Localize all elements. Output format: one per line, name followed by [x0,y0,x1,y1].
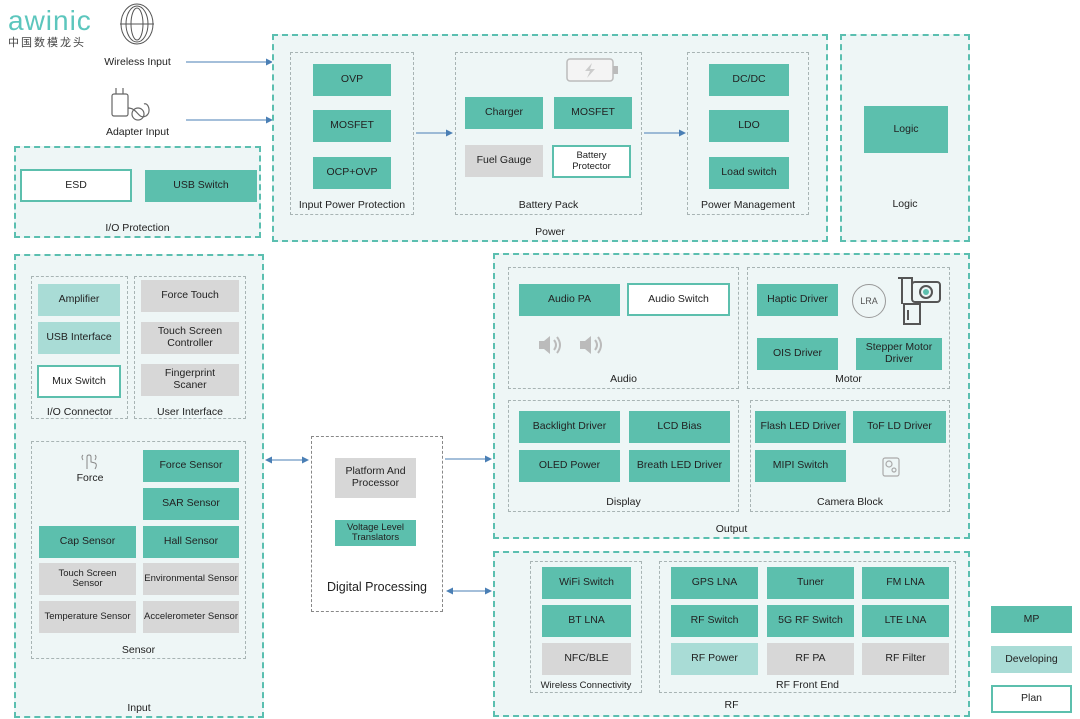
usb-interface-box: USB Interface [38,322,120,354]
lcd-bias-box: LCD Bias [629,411,730,443]
wireless-input-label: Wireless Input [104,56,171,68]
digital-processing-title: Digital Processing [326,580,428,594]
rf-filter-box: RF Filter [862,643,949,675]
gimbal-camera-icon [890,274,944,326]
audio-pa-box: Audio PA [519,284,620,316]
charger-box: Charger [465,97,543,129]
force-touch-icon [78,451,100,471]
power-flow-arrows [416,129,686,137]
voltage-level-translators-box: Voltage Level Translators [335,520,416,546]
digital-rf-arrow [446,587,492,595]
wireless-coil-icon [118,2,156,46]
touch-screen-sensor-box: Touch Screen Sensor [39,563,136,595]
battery-icon [566,57,620,83]
input-title: Input [127,702,151,714]
legend-developing: Developing [991,646,1072,673]
stepper-motor-driver-box: Stepper Motor Driver [856,338,942,370]
environmental-sensor-box: Environmental Sensor [143,563,239,595]
tuner-box: Tuner [767,567,854,599]
breath-led-driver-box: Breath LED Driver [629,450,730,482]
camera-block-title: Camera Block [817,496,883,508]
ocp-ovp-box: OCP+OVP [313,157,391,189]
logic-title: Logic [892,198,918,210]
temperature-sensor-box: Temperature Sensor [39,601,136,633]
power-title: Power [535,226,565,238]
force-touch-box: Force Touch [141,280,239,312]
load-switch-box: Load switch [709,157,789,189]
mosfet-battery-box: MOSFET [554,97,632,129]
cap-sensor-box: Cap Sensor [39,526,136,558]
adapter-input-label: Adapter Input [105,126,170,138]
gps-lna-box: GPS LNA [671,567,758,599]
wireless-connectivity-title: Wireless Connectivity [540,680,632,691]
audio-title: Audio [610,373,637,385]
power-management-title: Power Management [701,199,795,211]
speaker-icon [578,334,606,356]
rf-power-box: RF Power [671,643,758,675]
mux-switch-box: Mux Switch [37,365,121,398]
platform-processor-box: Platform And Processor [335,458,416,498]
sensor-title: Sensor [121,644,156,656]
io-connector-title: I/O Connector [46,406,113,418]
battery-protector-box: Battery Protector [552,145,631,178]
input-arrows [186,58,273,124]
legend-mp: MP [991,606,1072,633]
legend-plan: Plan [991,685,1072,713]
touch-screen-controller-box: Touch Screen Controller [141,322,239,354]
mosfet-input-box: MOSFET [313,110,391,142]
logo: awinic 中国数模龙头 [8,5,108,50]
amplifier-box: Amplifier [38,284,120,316]
force-label: Force [76,472,104,484]
rf-title: RF [724,699,739,711]
input-power-protection-title: Input Power Protection [298,199,406,211]
adapter-icon [108,84,154,124]
logic-box: Logic [864,106,948,153]
mipi-switch-box: MIPI Switch [755,450,846,482]
rf-pa-box: RF PA [767,643,854,675]
haptic-driver-box: Haptic Driver [757,284,838,316]
audio-switch-box: Audio Switch [627,283,730,316]
ois-driver-box: OIS Driver [757,338,838,370]
digital-output-arrow [445,455,492,463]
oled-power-box: OLED Power [519,450,620,482]
usb-switch-box: USB Switch [145,170,257,202]
output-title: Output [715,523,748,535]
rf-front-end-title: RF Front End [775,679,840,691]
fm-lna-box: FM LNA [862,567,949,599]
display-title: Display [606,496,641,508]
sar-sensor-box: SAR Sensor [143,488,239,520]
bt-lna-box: BT LNA [542,605,631,637]
dcdc-box: DC/DC [709,64,789,96]
force-sensor-box: Force Sensor [143,450,239,482]
motor-title: Motor [835,373,862,385]
5g-rf-switch-box: 5G RF Switch [767,605,854,637]
ovp-box: OVP [313,64,391,96]
tof-ld-driver-box: ToF LD Driver [853,411,946,443]
lte-lna-box: LTE LNA [862,605,949,637]
user-interface-title: User Interface [157,406,223,418]
ldo-box: LDO [709,110,789,142]
fingerprint-scaner-box: Fingerprint Scaner [141,364,239,396]
flash-led-driver-box: Flash LED Driver [755,411,846,443]
esd-box: ESD [20,169,132,202]
battery-pack-title: Battery Pack [518,199,579,211]
backlight-driver-box: Backlight Driver [519,411,620,443]
nfc-ble-box: NFC/BLE [542,643,631,675]
input-digital-arrow [265,456,309,464]
rf-switch-box: RF Switch [671,605,758,637]
hall-sensor-box: Hall Sensor [143,526,239,558]
io-protection-title: I/O Protection [105,222,170,234]
wifi-switch-box: WiFi Switch [542,567,631,599]
fuel-gauge-box: Fuel Gauge [465,145,543,177]
speaker-icon [537,334,565,356]
lra-circle: LRA [852,284,886,318]
camera-module-icon [880,456,902,478]
logo-brand-cn: 中国数模龙头 [8,37,86,49]
logo-brand: awinic [8,5,92,36]
accelerometer-sensor-box: Accelerometer Sensor [143,601,239,633]
